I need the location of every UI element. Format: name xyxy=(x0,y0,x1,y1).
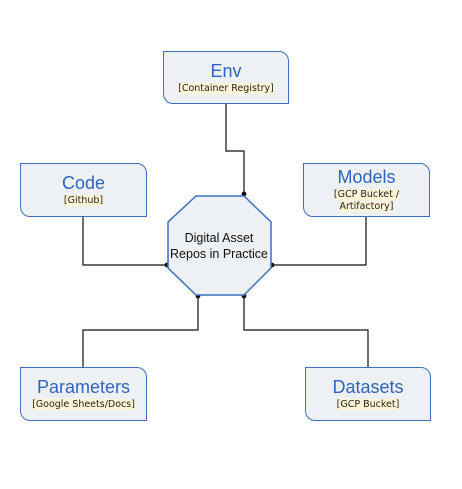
node-env-title: Env xyxy=(210,60,242,81)
connector-env xyxy=(225,103,245,194)
node-datasets: Datasets [GCP Bucket] xyxy=(305,367,431,421)
connector-dot-env xyxy=(241,191,247,197)
node-parameters-sub: [Google Sheets/Docs] xyxy=(32,399,135,410)
center-octagon xyxy=(167,195,272,296)
node-models-sub: [GCP Bucket / Artifactory] xyxy=(333,189,400,212)
connector-models xyxy=(272,216,367,266)
node-env: Env [Container Registry] xyxy=(163,51,289,104)
node-code: Code [Github] xyxy=(20,163,147,217)
node-models: Models [GCP Bucket / Artifactory] xyxy=(303,163,430,217)
connector-datasets xyxy=(243,296,369,368)
connector-code xyxy=(82,216,167,266)
node-models-title: Models xyxy=(337,167,396,187)
center-label: Digital Asset Repos in Practice xyxy=(170,231,268,261)
node-code-sub: [Github] xyxy=(63,195,104,206)
node-parameters: Parameters [Google Sheets/Docs] xyxy=(20,367,147,421)
node-env-sub: [Container Registry] xyxy=(178,82,274,94)
node-code-title: Code xyxy=(61,173,106,193)
connector-parameters xyxy=(82,296,199,368)
node-datasets-sub: [GCP Bucket] xyxy=(336,399,400,410)
node-parameters-title: Parameters xyxy=(36,377,131,397)
node-datasets-title: Datasets xyxy=(332,377,404,397)
